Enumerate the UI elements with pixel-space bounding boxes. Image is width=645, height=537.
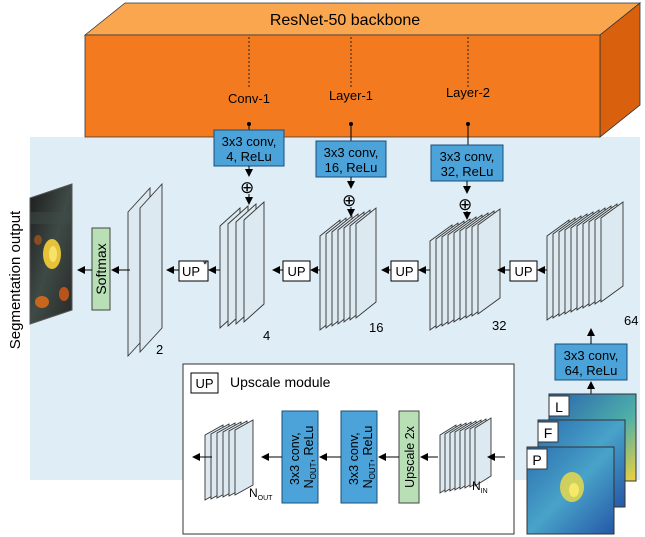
- legend-up-key: [190, 372, 219, 394]
- legend-n-out-sub: OUT: [258, 495, 274, 502]
- feature-map-stacks: [127, 182, 624, 358]
- stack-2: [127, 182, 163, 358]
- legend-conv2-block: [340, 410, 378, 504]
- stack-64-sheet: [600, 201, 624, 303]
- legend-up-key-label: UP: [195, 376, 213, 391]
- conv-block-16: 3x3 conv, 16, ReLu: [315, 140, 387, 178]
- up-box-4: UP: [509, 260, 538, 282]
- tap-label-conv1: Conv-1: [228, 91, 270, 106]
- stack-count-4: 4: [263, 328, 270, 343]
- conv-block-4: 3x3 conv, 4, ReLu: [213, 129, 285, 167]
- legend-title: Upscale module: [230, 374, 331, 390]
- conv-block-32-line2: 32, ReLu: [441, 164, 494, 179]
- up-box-1: UP *: [178, 259, 209, 282]
- up-box-2: UP: [282, 260, 311, 282]
- plus-symbol-1: ⊕: [240, 178, 254, 197]
- backbone-front-face: [84, 34, 601, 138]
- stack-4: [219, 200, 265, 330]
- legend-stack-out: [204, 419, 254, 501]
- legend-conv2-sub: OUT: [368, 462, 377, 479]
- stack-32-sheet: [477, 208, 501, 315]
- conv-block-16-line2: 16, ReLu: [325, 160, 378, 175]
- upscale-module-legend: UP Upscale module 3x3 conv, NOUT, ReLu 3…: [182, 363, 515, 535]
- stack-2-sheet: [139, 182, 163, 354]
- legend-conv1-sub: OUT: [309, 462, 318, 479]
- legend-conv1-text: 3x3 conv, NOUT, ReLu: [288, 426, 318, 489]
- stack-count-64: 64: [624, 313, 638, 328]
- legend-n-in-sub: IN: [481, 488, 488, 495]
- backbone-title: ResNet-50 backbone: [270, 12, 420, 29]
- plus-symbol-2: ⊕: [342, 191, 356, 210]
- backbone-block: ResNet-50 backbone Conv-1 Layer-1 Layer-…: [83, 2, 642, 138]
- stack-32: [429, 208, 501, 331]
- up-box-3-label: UP: [395, 264, 413, 279]
- conv-block-64: 3x3 conv, 64, ReLu: [554, 343, 628, 381]
- up-box-2-label: UP: [287, 264, 305, 279]
- legend-conv1-tail: , ReLu: [302, 426, 316, 463]
- stack-64: [546, 201, 624, 321]
- up-box-3: UP: [390, 260, 419, 282]
- legend-upscale-label: Upscale 2x: [403, 425, 417, 488]
- legend-conv2-text: 3x3 conv, NOUT, ReLu: [347, 426, 377, 489]
- legend-conv2-line1: 3x3 conv,: [347, 432, 361, 485]
- input-label-l: L: [555, 399, 563, 415]
- stack-16-sheet: [355, 207, 377, 319]
- conv-block-4-line2: 4, ReLu: [226, 149, 272, 164]
- legend-feature-stacks: [204, 417, 492, 501]
- legend-conv1-n: N: [302, 479, 316, 488]
- plus-symbol-3: ⊕: [458, 195, 472, 214]
- conv-block-64-line1: 3x3 conv,: [564, 348, 619, 363]
- stack-count-32: 32: [492, 318, 506, 333]
- tap-label-layer1: Layer-1: [329, 88, 373, 103]
- stack-16: [319, 207, 377, 331]
- legend-n-out: NOUT: [249, 486, 273, 502]
- conv-block-4-line1: 3x3 conv,: [222, 134, 277, 149]
- segmentation-output-image: [29, 183, 73, 325]
- legend-stack-out-sheet: [234, 419, 254, 496]
- legend-n-in-n: N: [472, 479, 481, 493]
- legend-conv2-n: N: [361, 479, 375, 488]
- legend-n-in: NIN: [472, 479, 488, 495]
- softmax-label: Softmax: [93, 243, 109, 294]
- conv-block-16-line1: 3x3 conv,: [324, 145, 379, 160]
- legend-stack-in-sheet: [474, 417, 492, 487]
- up-box-1-star: *: [203, 259, 208, 271]
- tap-label-layer2: Layer-2: [446, 85, 490, 100]
- side-label: Segmentation output: [7, 210, 24, 349]
- up-box-4-label: UP: [514, 264, 532, 279]
- legend-conv1-line1: 3x3 conv,: [288, 432, 302, 485]
- legend-n-out-n: N: [249, 486, 258, 500]
- input-label-f: F: [544, 425, 553, 441]
- legend-stack-in: [439, 417, 492, 494]
- conv-block-64-line2: 64, ReLu: [565, 363, 618, 378]
- input-label-p: P: [532, 452, 541, 468]
- stack-count-16: 16: [369, 320, 383, 335]
- up-box-1-label: UP: [182, 264, 200, 279]
- input-image-p: P: [526, 446, 615, 535]
- conv-block-32-line1: 3x3 conv,: [440, 149, 495, 164]
- legend-conv2-tail: , ReLu: [361, 426, 375, 463]
- stack-count-2: 2: [156, 342, 163, 357]
- stack-4-sheet: [243, 200, 265, 324]
- conv-block-32: 3x3 conv, 32, ReLu: [430, 144, 504, 182]
- legend-conv1-block: [281, 410, 319, 504]
- softmax-block: Softmax: [91, 227, 111, 311]
